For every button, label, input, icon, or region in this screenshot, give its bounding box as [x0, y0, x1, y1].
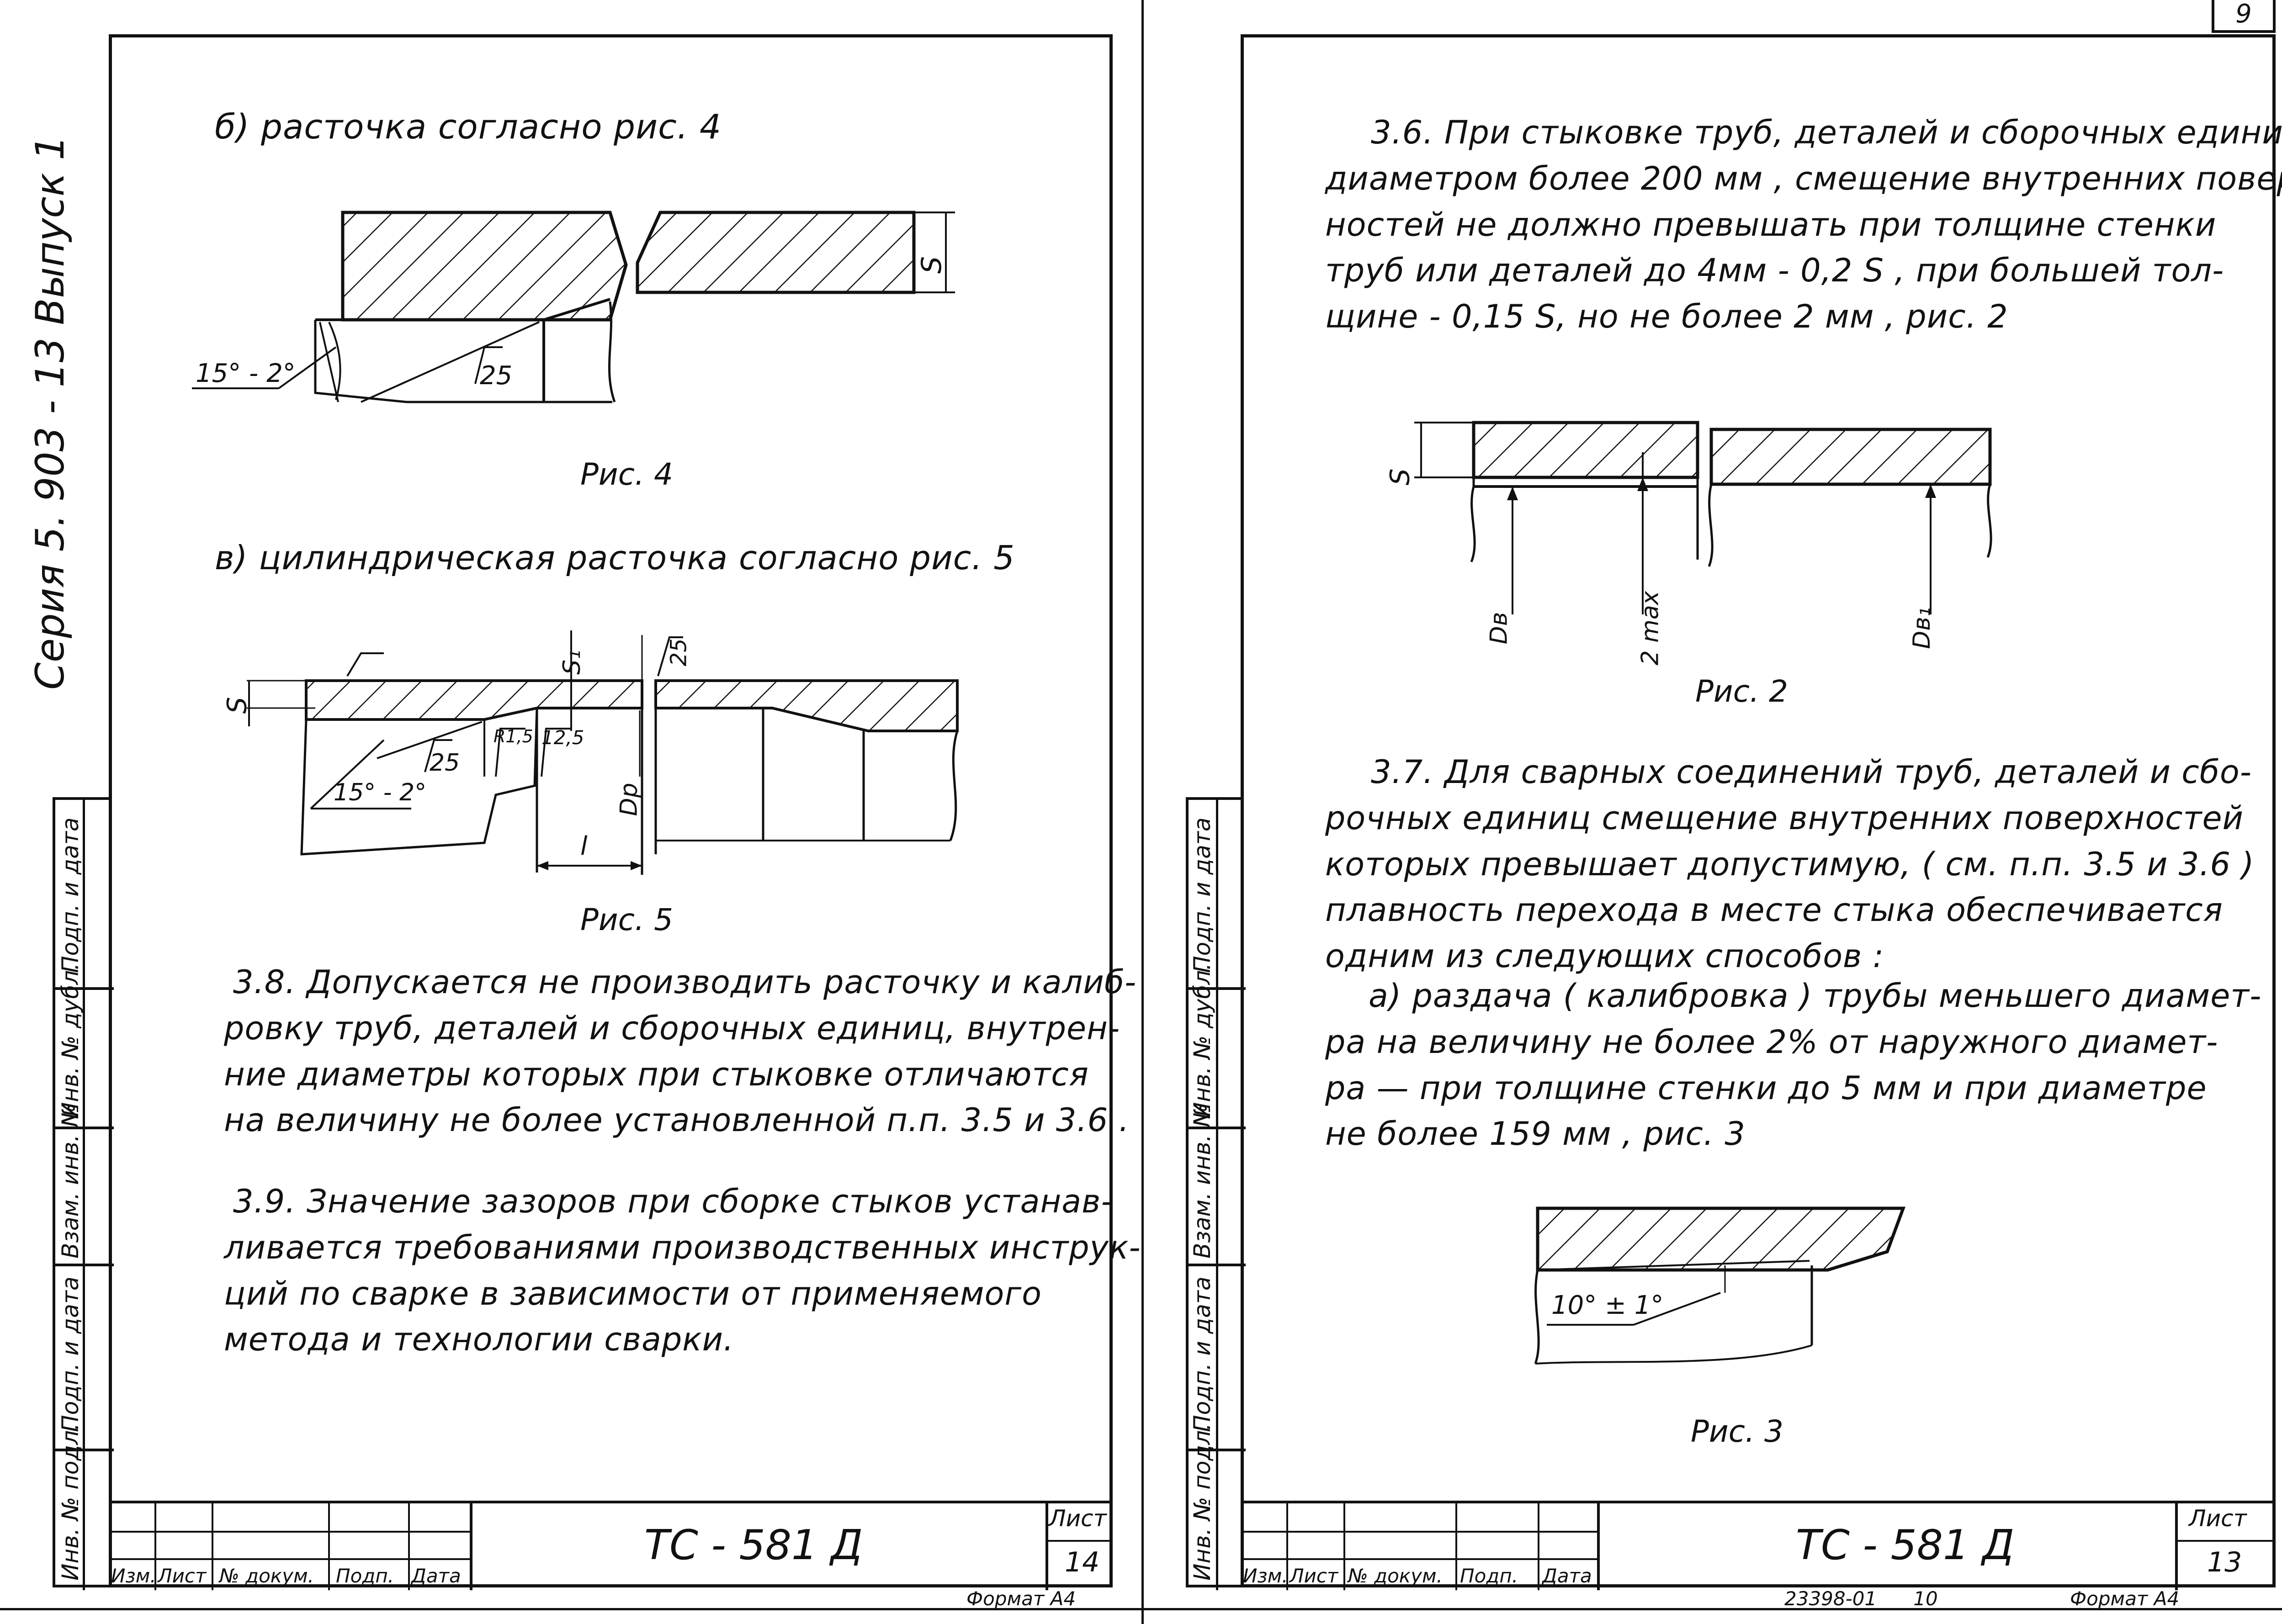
fig5-rough2: 25 — [430, 749, 460, 777]
para-3-7-line-3: которых превышает допустимую, ( см. п.п.… — [1325, 845, 2255, 883]
fig5-angle: 15° - 2° — [334, 779, 427, 806]
left-heading-v: в) цилиндрическая расточка согласно рис.… — [215, 539, 1015, 577]
fig5-r-label: R1,5 — [494, 726, 533, 746]
bottom-edge — [0, 1608, 2282, 1610]
left-col-podp: Подп. — [336, 1565, 394, 1587]
left-sheet-frame — [109, 34, 1113, 1587]
para-3-8: 3.8. Допускается не производить расточку… — [224, 959, 1137, 1143]
fig5-drawing — [247, 630, 959, 875]
fig5-l: l — [580, 831, 588, 861]
sheet-corner-box: 9 — [2212, 0, 2276, 33]
fig4-rough-label: 25 — [480, 361, 513, 391]
para-3-6-line-2: диаметром более 200 мм , смещение внутре… — [1325, 159, 2282, 197]
sheet-corner-number: 9 — [2235, 0, 2252, 29]
para-3-9-line-1: 3.9. Значение зазоров при сборке стыков … — [233, 1183, 1113, 1220]
para-3-7-line-5: одним из следующих способов : — [1325, 937, 1884, 975]
para-3-7a-line-1: а) раздача ( калибровка ) трубы меньшего… — [1369, 977, 2262, 1015]
para-3-6-line-5: щине - 0,15 S, но не более 2 мм , рис. 2 — [1325, 298, 2008, 336]
para-3-8-line-3: ние диаметры которых при стыковке отлича… — [224, 1055, 1089, 1093]
para-3-7a: а) раздача ( калибровка ) трубы меньшего… — [1325, 973, 2262, 1157]
right-col-list: Лист — [1290, 1565, 1338, 1587]
left-col-doc: № докум. — [219, 1565, 314, 1587]
right-col-doc: № докум. — [1348, 1565, 1443, 1587]
para-3-7a-line-4: не более 159 мм , рис. 3 — [1325, 1115, 1746, 1153]
fig5-caption: Рис. 5 — [580, 902, 673, 937]
para-3-7a-line-3: ра — при толщине стенки до 5 мм и при ди… — [1325, 1069, 2207, 1107]
fig3-caption: Рис. 3 — [1691, 1414, 1783, 1449]
para-3-6-line-1: 3.6. При стыковке труб, деталей и сбороч… — [1371, 114, 2282, 151]
left-title-block — [109, 1501, 1113, 1590]
fig2-caption: Рис. 2 — [1695, 674, 1788, 709]
left-col-izm: Изм. — [111, 1565, 156, 1587]
para-3-8-line-1: 3.8. Допускается не производить расточку… — [233, 963, 1137, 1001]
left-format: Формат А4 — [966, 1587, 1076, 1610]
left-col-list: Лист — [158, 1565, 207, 1587]
para-3-9-line-3: ций по сварке в зависимости от применяем… — [224, 1275, 1042, 1312]
right-stamp-column — [1186, 797, 1246, 1590]
para-3-8-line-4: на величину не более установленной п.п. … — [224, 1101, 1130, 1139]
right-title-block — [1241, 1501, 2276, 1590]
left-sheet-label: Лист — [1049, 1505, 1107, 1532]
fig3-angle: 10° ± 1° — [1551, 1291, 1664, 1320]
para-3-6: 3.6. При стыковке труб, деталей и сбороч… — [1325, 110, 2282, 340]
para-3-6-line-4: труб или деталей до 4мм - 0,2 S , при бо… — [1325, 252, 2224, 290]
right-col-podp: Подп. — [1460, 1565, 1518, 1587]
para-3-8-line-2: ровку труб, деталей и сборочных единиц, … — [224, 1009, 1120, 1047]
fig5-r2-label: 12,5 — [541, 726, 584, 749]
page-divider — [1141, 0, 1144, 1624]
fig4-angle-label: 15° - 2° — [196, 359, 296, 388]
para-3-7-line-4: плавность перехода в месте стыка обеспеч… — [1325, 891, 2223, 929]
left-col-date: Дата — [411, 1565, 461, 1587]
para-3-7: 3.7. Для сварных соединений труб, детале… — [1325, 749, 2255, 979]
right-col-date: Дата — [1542, 1565, 1592, 1587]
para-3-7a-line-2: ра на величину не более 2% от наружного … — [1325, 1023, 2218, 1061]
left-doc-code: ТС - 581 Д — [644, 1521, 863, 1569]
right-col-izm: Изм. — [1243, 1565, 1288, 1587]
right-sheet-frame — [1241, 34, 2276, 1587]
right-sheet-no: 13 — [2207, 1546, 2242, 1578]
left-sheet-no: 14 — [1065, 1546, 1100, 1578]
right-format: Формат А4 — [2070, 1587, 2180, 1610]
para-3-6-line-3: ностей не должно превышать при толщине с… — [1325, 206, 2217, 243]
para-3-7-line-2: рочных единиц смещение внутренних поверх… — [1325, 799, 2244, 837]
fig4-drawing — [192, 211, 955, 403]
right-doc-code: ТС - 581 Д — [1796, 1521, 2015, 1569]
left-heading-b: б) расточка согласно рис. 4 — [215, 107, 722, 147]
fig4-caption: Рис. 4 — [580, 457, 673, 492]
para-3-9: 3.9. Значение зазоров при сборке стыков … — [224, 1179, 1141, 1363]
right-sheet-label: Лист — [2189, 1505, 2247, 1532]
right-order-no: 23398-01 10 — [1784, 1587, 1938, 1610]
para-3-9-line-2: ливается требованиями производственных и… — [224, 1228, 1141, 1266]
para-3-7-line-1: 3.7. Для сварных соединений труб, детале… — [1371, 753, 2252, 791]
left-stamp-column — [53, 797, 114, 1590]
para-3-9-line-4: метода и технологии сварки. — [224, 1321, 734, 1359]
